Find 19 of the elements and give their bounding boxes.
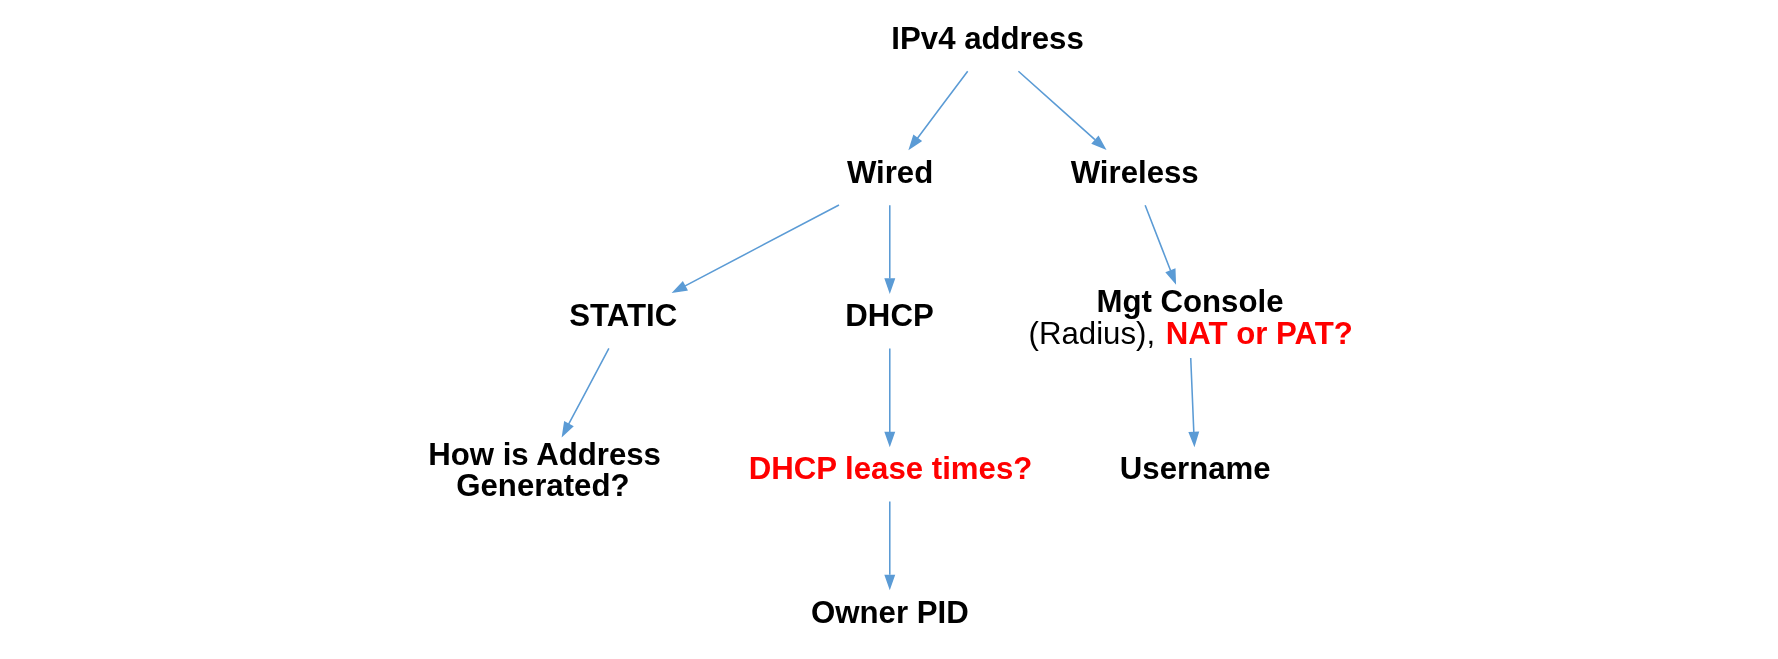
arrow — [884, 347, 896, 448]
node-text: Username — [1119, 451, 1271, 487]
arrow — [884, 500, 896, 591]
node-text: DHCP — [845, 298, 934, 334]
arrow — [1017, 70, 1107, 150]
node-text: IPv4 address — [891, 20, 1084, 56]
node-text: Mgt Console (Radius), NAT or PAT? — [1028, 284, 1353, 351]
arrow — [884, 204, 896, 294]
node-text: Wired — [846, 154, 934, 190]
arrow — [908, 70, 969, 151]
node-text: DHCP lease times? — [748, 451, 1033, 487]
node-text: STATIC — [569, 298, 678, 334]
arrow — [1144, 204, 1177, 285]
node-text: Wireless — [1070, 154, 1199, 190]
arrow — [1188, 357, 1200, 448]
arrow — [561, 347, 610, 438]
node-text: Owner PID — [811, 594, 969, 630]
arrow — [671, 204, 840, 294]
node-text: How is Address Generated? — [428, 437, 661, 504]
